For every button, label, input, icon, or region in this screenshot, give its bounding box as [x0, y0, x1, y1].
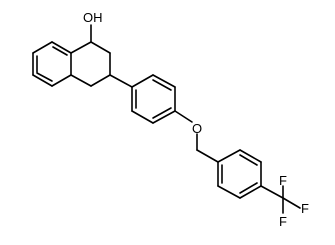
c-cf3-bond: [260, 185, 284, 199]
fluorine-top-label: F: [279, 173, 287, 188]
hydroxyl-label: OH: [83, 10, 103, 25]
bond: [239, 185, 262, 199]
double-bond-inner: [239, 154, 258, 166]
fluorine-right-label: F: [301, 201, 309, 216]
bond: [152, 74, 176, 88]
c-f-bond: [282, 197, 301, 209]
fluorine-bottom-label: F: [279, 214, 287, 229]
double-bond-inner: [36, 72, 53, 82]
saturated-ring: [70, 24, 111, 87]
bond: [90, 41, 111, 54]
bond: [32, 74, 53, 87]
ch2-aryl-bond: [196, 149, 219, 163]
double-bond-inner: [152, 107, 172, 119]
bond: [90, 74, 111, 87]
bond: [152, 110, 176, 124]
fused-benzene-ring: [32, 41, 72, 87]
ether-oxygen-label: O: [192, 121, 202, 136]
double-bond-inner: [52, 46, 68, 56]
bond: [70, 41, 92, 54]
aryl-o-bond: [174, 110, 193, 123]
bond: [51, 74, 72, 87]
bond: [32, 41, 53, 54]
double-bond-inner: [239, 182, 258, 194]
phenylene-ring: [131, 74, 176, 124]
ring-link-bond: [109, 74, 133, 88]
double-bond-inner: [152, 79, 172, 91]
bond: [217, 149, 241, 163]
trifluoromethylphenyl-ring: [217, 149, 262, 199]
bond: [131, 74, 154, 88]
bond: [217, 185, 241, 199]
bond: [70, 74, 92, 87]
bond: [239, 149, 262, 163]
bond: [131, 110, 154, 124]
bond: [51, 41, 72, 54]
